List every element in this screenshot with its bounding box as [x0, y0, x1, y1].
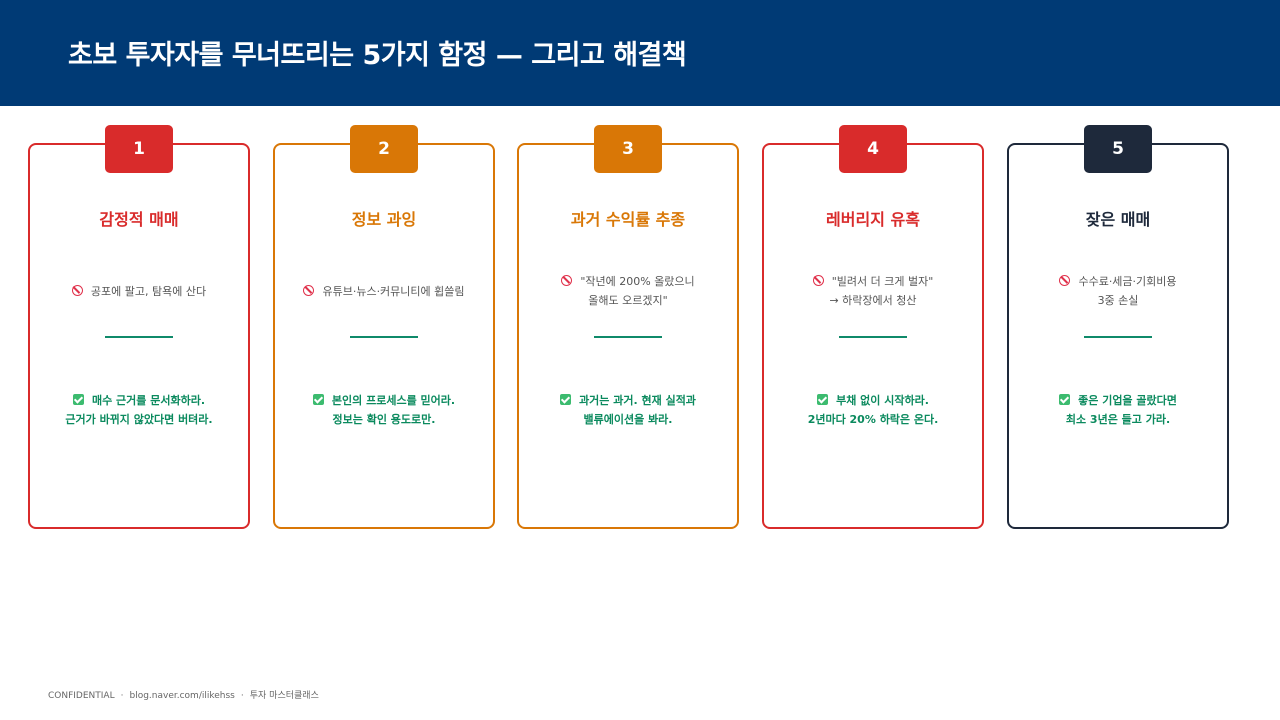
problem-text: 유튜브·뉴스·커뮤니티에 휩쓸림 [279, 261, 489, 321]
footer: CONFIDENTIAL · blog.naver.com/ilikehss · 투자 … [48, 688, 319, 701]
footer-brand: 투자 마스터클래스 [249, 691, 319, 701]
trap-card-3: 3 과거 수익률 추종 "작년에 200% 올랐으니 올해도 오르겠지" 과거는… [517, 125, 739, 529]
solution-line: 부채 없이 시작하라. [836, 394, 929, 407]
card-title: 정보 과잉 [351, 210, 417, 229]
footer-separator: · [120, 691, 124, 701]
footer-confidential: CONFIDENTIAL [48, 691, 115, 701]
check-icon [817, 394, 829, 405]
ban-icon [1059, 275, 1071, 286]
card-title: 잦은 매매 [1085, 210, 1151, 229]
ban-icon [561, 275, 573, 286]
solution-line: 본인의 프로세스를 믿어라. [331, 394, 456, 407]
trap-card-2: 2 정보 과잉 유튜브·뉴스·커뮤니티에 휩쓸림 본인의 프로세스를 믿어라. … [273, 125, 495, 529]
card-number-badge: 3 [594, 125, 662, 173]
footer-url: blog.naver.com/ilikehss [129, 691, 235, 701]
problem-line: → 하락장에서 청산 [829, 294, 917, 307]
trap-card-4: 4 레버리지 유혹 "빌려서 더 크게 벌자" → 하락장에서 청산 부채 없이… [762, 125, 984, 529]
solution-line: 과거는 과거. 현재 실적과 [579, 394, 696, 407]
header-bar: 초보 투자자를 무너뜨리는 5가지 함정 — 그리고 해결책 [0, 0, 1280, 106]
check-icon [560, 394, 572, 405]
problem-line: 공포에 팔고, 탐욕에 산다 [90, 284, 207, 298]
problem-line: 3중 손실 [1097, 294, 1139, 307]
solution-text: 매수 근거를 문서화하라. 근거가 바뀌지 않았다면 버텨라. [34, 391, 244, 429]
problem-line: 유튜브·뉴스·커뮤니티에 휩쓸림 [322, 284, 465, 298]
problem-line: 수수료·세금·기회비용 [1078, 275, 1177, 288]
card-title: 감정적 매매 [99, 210, 179, 229]
card-title: 과거 수익률 추종 [570, 210, 686, 229]
solution-text: 본인의 프로세스를 믿어라. 정보는 확인 용도로만. [279, 391, 489, 429]
card-title: 레버리지 유혹 [826, 210, 920, 229]
problem-line: 올해도 오르겠지" [588, 294, 668, 307]
ban-icon [812, 275, 824, 286]
ban-icon [303, 284, 315, 296]
card-divider [1084, 336, 1152, 338]
solution-line: 밸류에이션을 봐라. [583, 413, 673, 426]
check-icon [312, 394, 324, 405]
problem-line: "작년에 200% 올랐으니 [580, 275, 695, 288]
card-number-badge: 5 [1084, 125, 1152, 173]
card-divider [594, 336, 662, 338]
problem-text: 공포에 팔고, 탐욕에 산다 [34, 261, 244, 321]
trap-card-5: 5 잦은 매매 수수료·세금·기회비용 3중 손실 좋은 기업을 골랐다면 최소… [1007, 125, 1229, 529]
problem-text: 수수료·세금·기회비용 3중 손실 [1013, 261, 1223, 321]
ban-icon [71, 284, 83, 296]
solution-line: 근거가 바뀌지 않았다면 버텨라. [65, 413, 213, 426]
solution-line: 최소 3년은 들고 가라. [1065, 413, 1171, 426]
problem-text: "작년에 200% 올랐으니 올해도 오르겠지" [523, 261, 733, 321]
trap-card-1: 1 감정적 매매 공포에 팔고, 탐욕에 산다 매수 근거를 문서화하라. 근거… [28, 125, 250, 529]
card-number-badge: 2 [350, 125, 418, 173]
card-divider [350, 336, 418, 338]
check-icon [1059, 394, 1071, 405]
check-icon [72, 394, 84, 405]
solution-text: 좋은 기업을 골랐다면 최소 3년은 들고 가라. [1013, 391, 1223, 429]
solution-line: 정보는 확인 용도로만. [332, 413, 436, 426]
solution-text: 부채 없이 시작하라. 2년마다 20% 하락은 온다. [768, 391, 978, 429]
problem-text: "빌려서 더 크게 벌자" → 하락장에서 청산 [768, 261, 978, 321]
card-divider [839, 336, 907, 338]
page-title: 초보 투자자를 무너뜨리는 5가지 함정 — 그리고 해결책 [68, 40, 687, 71]
solution-line: 매수 근거를 문서화하라. [91, 394, 206, 407]
solution-text: 과거는 과거. 현재 실적과 밸류에이션을 봐라. [523, 391, 733, 429]
card-divider [105, 336, 173, 338]
problem-line: "빌려서 더 크게 벌자" [831, 275, 934, 288]
solution-line: 2년마다 20% 하락은 온다. [807, 413, 939, 426]
solution-line: 좋은 기업을 골랐다면 [1078, 394, 1177, 407]
footer-separator: · [240, 691, 244, 701]
card-number-badge: 4 [839, 125, 907, 173]
card-number-badge: 1 [105, 125, 173, 173]
